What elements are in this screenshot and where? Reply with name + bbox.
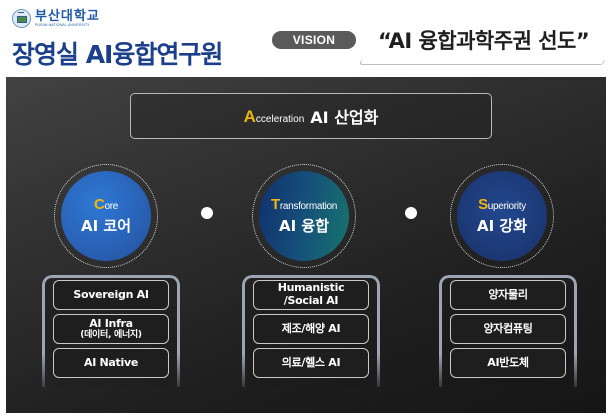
core-korean: AI 코어: [80, 216, 131, 235]
superiority-items-list: 양자물리 양자컴퓨팅 AI반도체: [450, 280, 566, 378]
list-item: AI반도체: [450, 348, 566, 378]
superiority-korean: AI 강화: [476, 216, 527, 235]
core-initial: C: [93, 195, 105, 213]
page-title: 장영실 AI융합연구원: [12, 40, 223, 69]
dotted-ring-decoration: [450, 164, 554, 268]
list-item: 양자컴퓨팅: [450, 314, 566, 344]
dotted-ring-decoration: [252, 164, 356, 268]
vision-badge: VISION: [272, 31, 356, 49]
list-item: 의료/헬스 AI: [253, 348, 369, 378]
vision-underline-decoration: [359, 60, 605, 65]
core-items-list: Sovereign AI AI Infra(데이터, 에너지) AI Nativ…: [53, 280, 169, 378]
university-name-kr: 부산대학교: [35, 8, 100, 24]
list-item: 제조/해양 AI: [253, 314, 369, 344]
pillar-core: C ore AI 코어: [54, 164, 158, 268]
superiority-english: S uperiority: [478, 197, 526, 212]
transformation-initial: T: [270, 195, 280, 213]
pillar-superiority: S uperiority AI 강화: [450, 164, 554, 268]
transformation-items-list: Humanistic/Social AI 제조/해양 AI 의료/헬스 AI: [253, 280, 369, 378]
transformation-circle: T ransformation AI 융합: [259, 171, 349, 261]
transformation-korean: AI 융합: [278, 216, 329, 235]
core-circle: C ore AI 코어: [61, 171, 151, 261]
acceleration-initial: A: [243, 106, 256, 126]
acceleration-english: A cceleration: [244, 108, 305, 125]
transformation-english: T ransformation: [271, 197, 337, 212]
university-emblem-icon: [12, 9, 31, 28]
list-item: 양자물리: [450, 280, 566, 310]
core-english: C ore: [94, 197, 118, 212]
core-rest: ore: [104, 200, 119, 212]
separator-dot: [201, 207, 213, 219]
pillar-transformation: T ransformation AI 융합: [252, 164, 356, 268]
acceleration-rest: cceleration: [255, 113, 305, 125]
superiority-initial: S: [478, 195, 488, 213]
superiority-rest: uperiority: [487, 200, 526, 212]
vision-statement: “AI 융합과학주권 선도”: [378, 29, 590, 53]
separator-dot: [405, 207, 417, 219]
acceleration-banner: A cceleration AI 산업화: [130, 93, 492, 139]
list-item: AI Infra(데이터, 에너지): [53, 314, 169, 344]
acceleration-korean: AI 산업화: [310, 108, 379, 127]
transformation-rest: ransformation: [279, 200, 338, 212]
superiority-circle: S uperiority AI 강화: [457, 171, 547, 261]
vision-diagram-panel: A cceleration AI 산업화 C ore AI 코어 T ransf…: [6, 77, 606, 413]
university-logo: 부산대학교 PUSAN NATIONAL UNIVERSITY: [12, 9, 100, 28]
list-item: AI Native: [53, 348, 169, 378]
university-name-en: PUSAN NATIONAL UNIVERSITY: [35, 22, 90, 27]
dotted-ring-decoration: [54, 164, 158, 268]
list-item: Humanistic/Social AI: [253, 280, 369, 310]
list-item: Sovereign AI: [53, 280, 169, 310]
